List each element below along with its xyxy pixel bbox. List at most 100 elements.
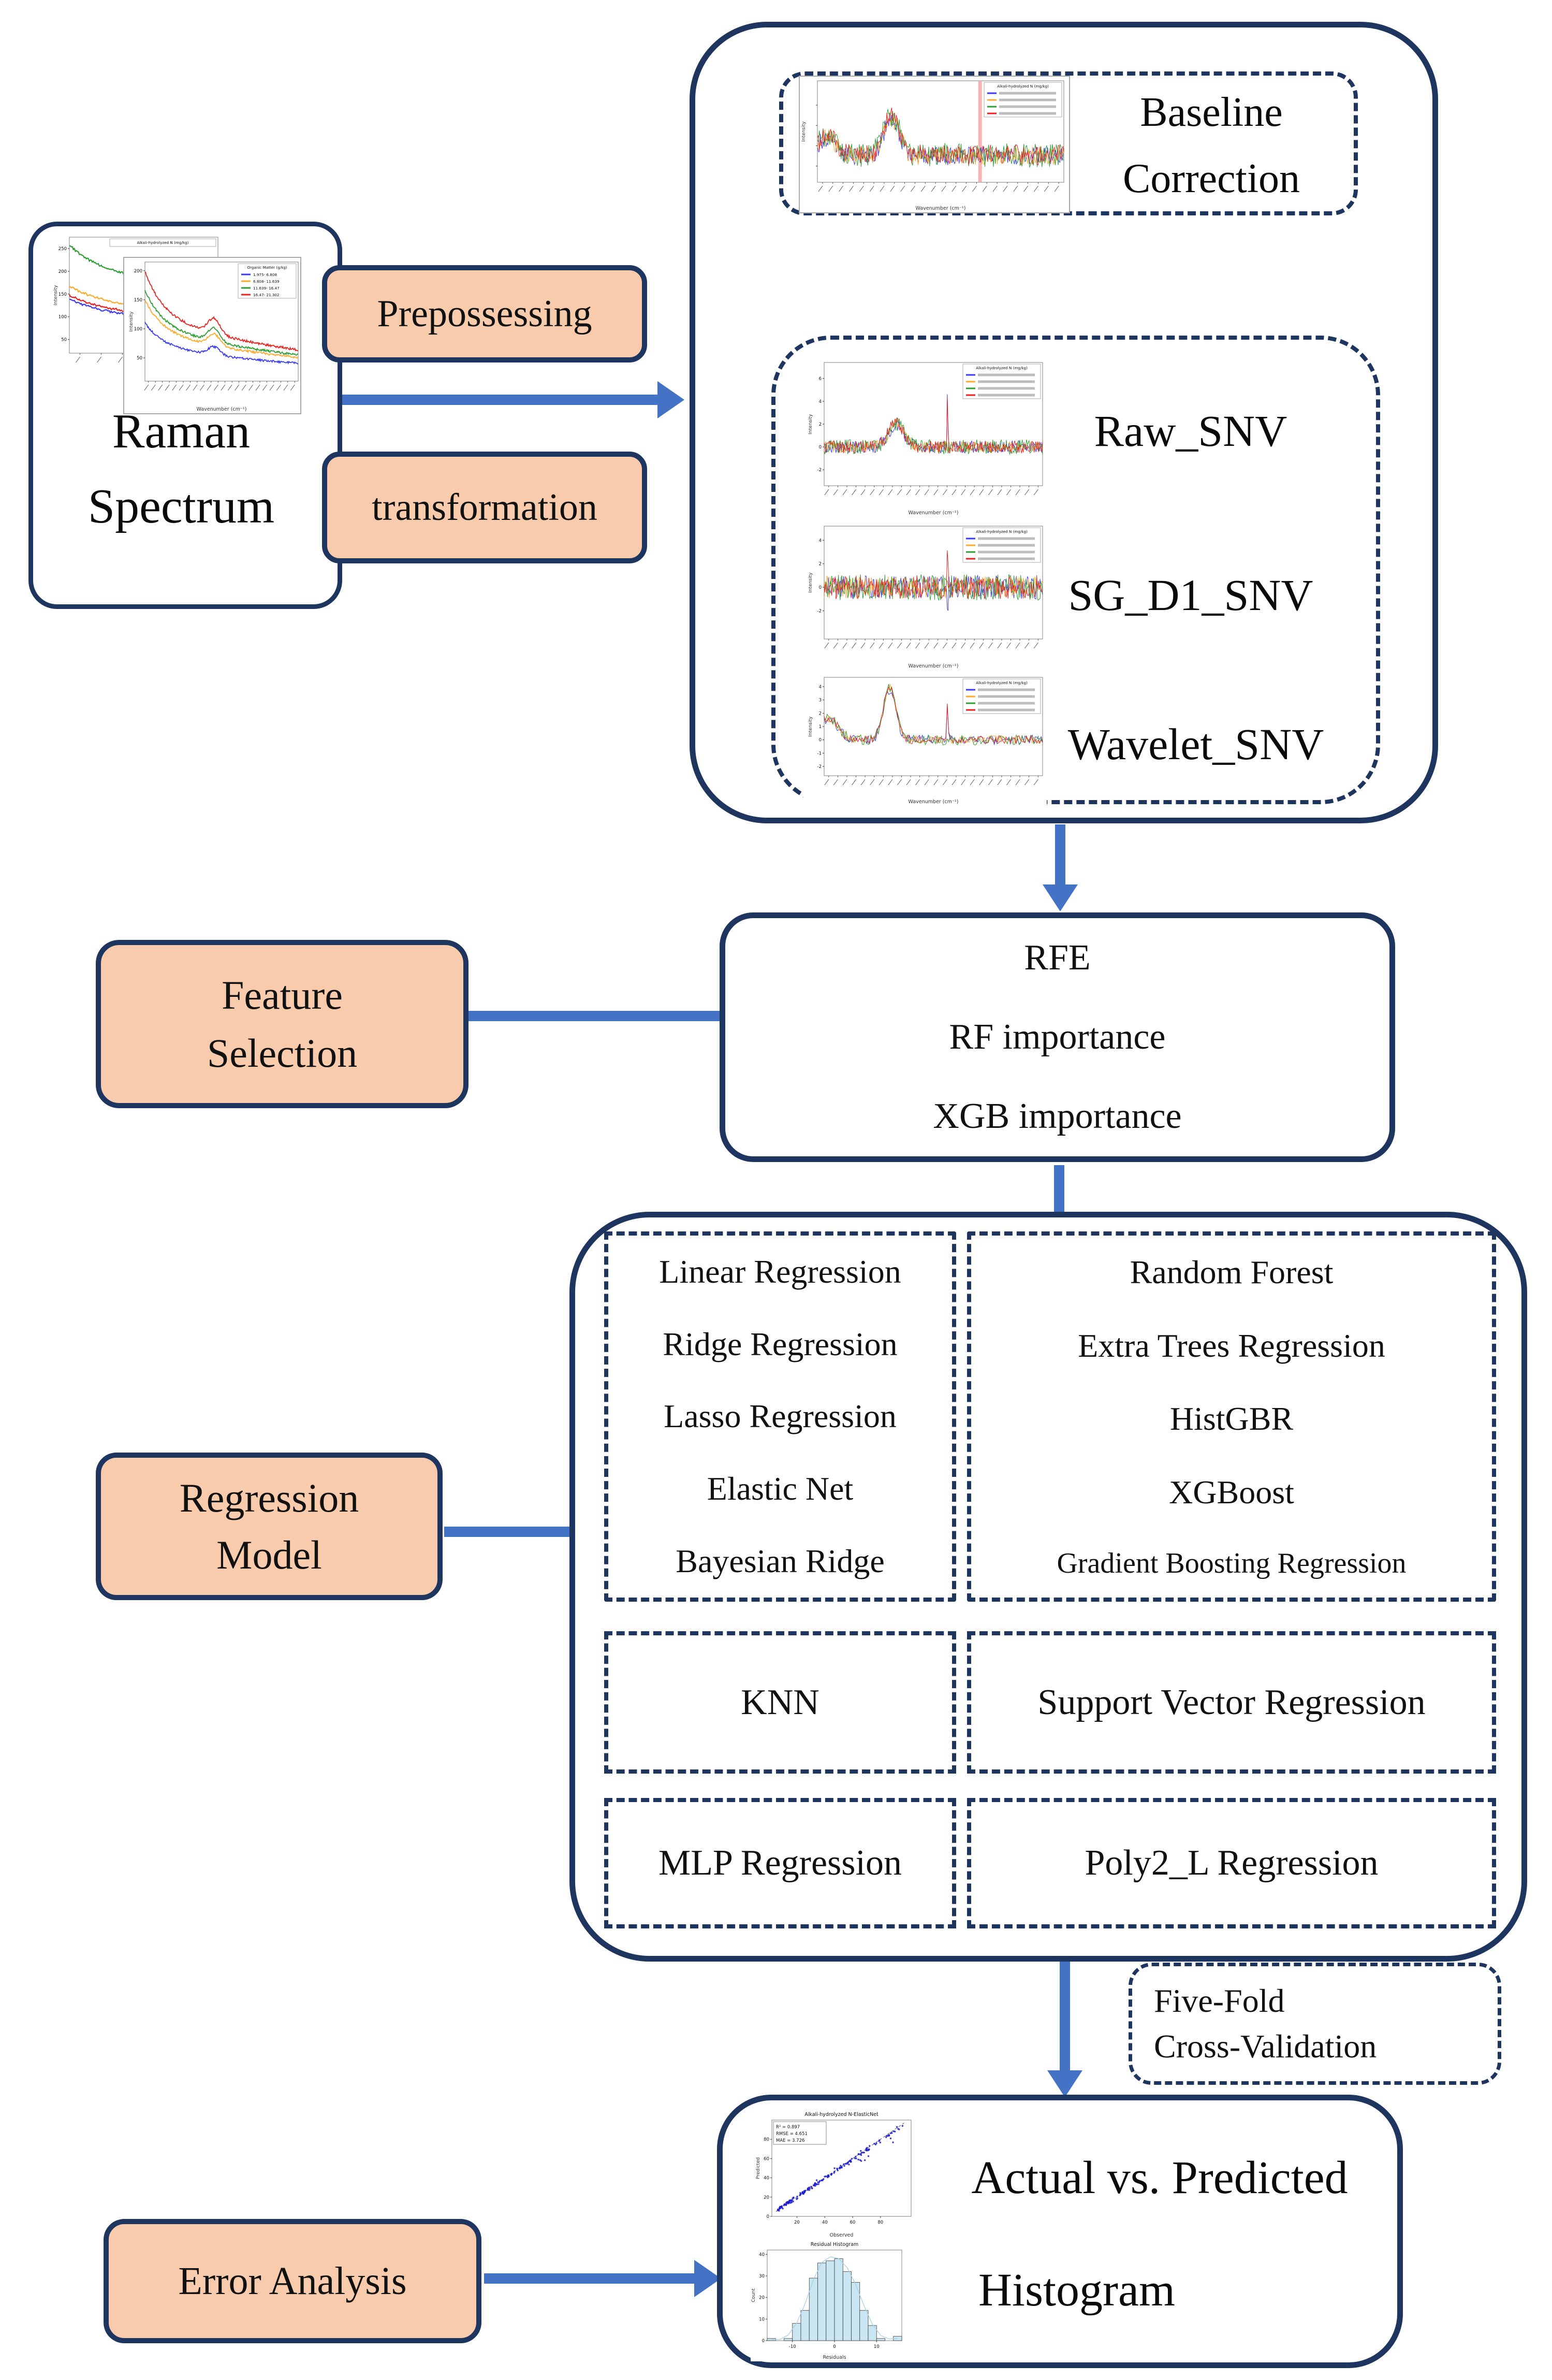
svg-text:100: 100 — [134, 327, 142, 332]
transformation-node: transformation — [322, 452, 647, 563]
svg-text:11.639- 16.47: 11.639- 16.47 — [253, 286, 280, 291]
svg-text:RMSE = 4.651: RMSE = 4.651 — [776, 2131, 808, 2137]
error-analysis-node: Error Analysis — [104, 2219, 481, 2343]
knn-box: KNN — [604, 1631, 956, 1774]
svg-text:Alkali-hydrolyzed N (mg/kg): Alkali-hydrolyzed N (mg/kg) — [976, 529, 1028, 534]
svg-text:Count: Count — [751, 2288, 756, 2302]
svg-text:4: 4 — [819, 538, 822, 543]
ensemble-models-box: Random Forest Extra Trees Regression His… — [967, 1231, 1496, 1602]
snv-transforms-box — [771, 336, 1380, 804]
svg-text:Intensity: Intensity — [801, 121, 807, 142]
svg-text:Residuals: Residuals — [823, 2355, 846, 2360]
svr-box: Support Vector Regression — [967, 1631, 1496, 1774]
svg-text:MAE = 3.726: MAE = 3.726 — [776, 2138, 804, 2143]
svg-text:20: 20 — [764, 2195, 769, 2200]
raw-snv-label: Raw_SNV — [1094, 406, 1287, 456]
svg-text:-1: -1 — [817, 751, 822, 756]
arrow-preprocessing-to-feature — [1043, 824, 1078, 911]
arrow-regression-to-results — [1047, 1962, 1082, 2097]
svg-text:Predicted: Predicted — [756, 2157, 761, 2179]
svg-text:40: 40 — [822, 2220, 828, 2225]
svg-text:0: 0 — [819, 445, 822, 450]
svg-text:Intensity: Intensity — [808, 716, 813, 737]
model-bayesian-ridge: Bayesian Ridge — [676, 1543, 885, 1580]
raman-label-line2: Spectrum — [87, 480, 275, 533]
wavelet-snv-label: Wavelet_SNV — [1067, 719, 1324, 769]
svg-text:60: 60 — [850, 2220, 856, 2225]
arrow-raman-to-preprocessing — [315, 381, 684, 418]
svg-text:-10: -10 — [789, 2344, 796, 2349]
svg-text:20: 20 — [759, 2296, 765, 2301]
svg-text:150: 150 — [134, 298, 142, 303]
svg-text:16.47- 21.302: 16.47- 21.302 — [253, 293, 280, 297]
model-mlp: MLP Regression — [658, 1843, 902, 1883]
svg-text:2: 2 — [819, 422, 822, 427]
svg-text:2: 2 — [819, 711, 822, 716]
svg-text:60: 60 — [764, 2156, 769, 2161]
feature-selection-line1: Feature — [222, 972, 343, 1018]
feature-selection-node: Feature Selection — [96, 940, 468, 1108]
svg-text:Alkali-hydrolyzed N-ElasticNet: Alkali-hydrolyzed N-ElasticNet — [804, 2112, 879, 2117]
svg-text:1.975- 6.808: 1.975- 6.808 — [253, 272, 277, 277]
transformation-label: transformation — [372, 486, 597, 529]
feature-method-rf-importance: RF importance — [949, 1017, 1166, 1057]
model-ridge-regression: Ridge Regression — [663, 1325, 898, 1362]
svg-text:0: 0 — [767, 2214, 769, 2219]
svg-text:Organic Matter (g/kg): Organic Matter (g/kg) — [247, 265, 287, 270]
svg-text:6: 6 — [819, 376, 822, 382]
model-extra-trees: Extra Trees Regression — [1078, 1327, 1385, 1364]
baseline-correction-box — [779, 71, 1358, 215]
model-lasso-regression: Lasso Regression — [664, 1398, 897, 1435]
actual-vs-predicted-label: Actual vs. Predicted — [971, 2152, 1348, 2203]
svg-text:Wavenumber (cm⁻¹): Wavenumber (cm⁻¹) — [197, 407, 247, 412]
cross-validation-box: Five-Fold Cross-Validation — [1129, 1963, 1501, 2085]
svg-text:R² = 0.897: R² = 0.897 — [776, 2125, 800, 2130]
model-xgboost: XGBoost — [1169, 1474, 1294, 1511]
svg-text:Wavenumber (cm⁻¹): Wavenumber (cm⁻¹) — [909, 663, 959, 669]
poly-box: Poly2_L Regression — [967, 1798, 1496, 1928]
cross-validation-line2: Cross-Validation — [1154, 2028, 1377, 2065]
svg-text:Wavenumber (cm⁻¹): Wavenumber (cm⁻¹) — [916, 206, 966, 211]
svg-text:4: 4 — [819, 399, 822, 404]
histogram-label: Histogram — [978, 2265, 1175, 2316]
arrow-featuresel-to-rfe — [468, 997, 751, 1035]
model-svr: Support Vector Regression — [1037, 1682, 1426, 1722]
svg-text:250: 250 — [58, 246, 67, 252]
svg-text:Intensity: Intensity — [129, 311, 134, 332]
svg-text:-2: -2 — [817, 468, 822, 473]
svg-text:Wavenumber (cm⁻¹): Wavenumber (cm⁻¹) — [909, 510, 959, 516]
feature-selection-line2: Selection — [207, 1030, 358, 1076]
feature-methods-node: RFE RF importance XGB importance — [720, 912, 1395, 1162]
mlp-box: MLP Regression — [604, 1798, 956, 1928]
model-random-forest: Random Forest — [1130, 1253, 1334, 1290]
svg-text:0: 0 — [762, 2339, 765, 2344]
raman-label-line1: Raman — [112, 404, 251, 458]
svg-text:1: 1 — [819, 724, 822, 730]
svg-text:Intensity: Intensity — [808, 414, 813, 434]
svg-text:Residual Histogram: Residual Histogram — [811, 2242, 858, 2247]
svg-text:50: 50 — [137, 356, 142, 361]
svg-text:40: 40 — [764, 2176, 769, 2181]
svg-text:150: 150 — [58, 292, 67, 297]
svg-text:30: 30 — [759, 2274, 765, 2279]
model-poly2l: Poly2_L Regression — [1085, 1843, 1379, 1883]
svg-text:Alkali-hydrolyzed N (mg/kg): Alkali-hydrolyzed N (mg/kg) — [976, 680, 1028, 685]
svg-text:80: 80 — [764, 2137, 769, 2142]
feature-method-rfe: RFE — [1024, 937, 1091, 978]
svg-text:3: 3 — [819, 698, 822, 703]
sg-d1-snv-label: SG_D1_SNV — [1068, 570, 1313, 620]
regression-model-line1: Regression — [179, 1475, 359, 1520]
cross-validation-line1: Five-Fold — [1154, 1982, 1285, 2019]
svg-text:2: 2 — [819, 562, 822, 567]
linear-models-box: Linear Regression Ridge Regression Lasso… — [604, 1231, 956, 1602]
baseline-label-line2: Correction — [1122, 156, 1300, 201]
baseline-label-line1: Baseline — [1140, 90, 1283, 135]
model-histgbr: HistGBR — [1169, 1400, 1294, 1438]
svg-text:Observed: Observed — [830, 2232, 854, 2238]
svg-text:200: 200 — [134, 269, 142, 274]
svg-text:40: 40 — [759, 2252, 765, 2257]
svg-text:10: 10 — [874, 2344, 880, 2349]
